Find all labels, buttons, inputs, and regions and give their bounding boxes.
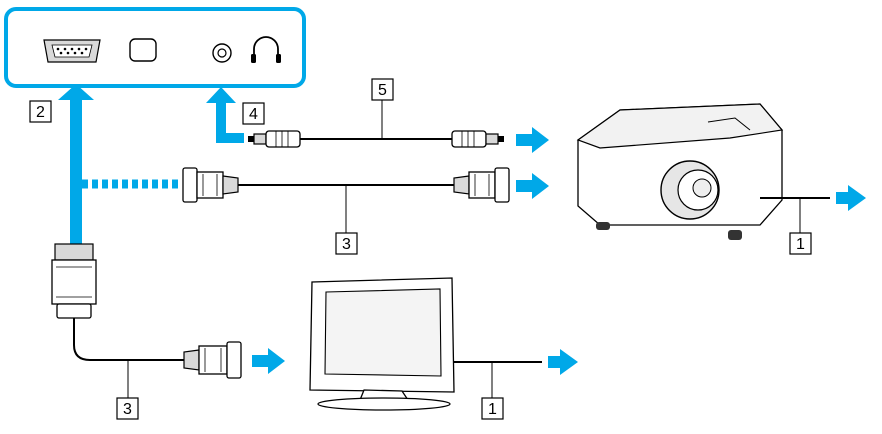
display-port-icon — [129, 38, 157, 62]
audio-cable — [248, 100, 504, 148]
bottom-vga-cable — [73, 318, 184, 361]
callout-1-projector: 1 — [789, 232, 812, 255]
callout-3-bottom: 3 — [116, 397, 139, 420]
callout-3-top: 3 — [335, 232, 358, 255]
audio-jack-icon — [212, 43, 232, 63]
vga-connector-icon — [453, 167, 510, 203]
svg-text:1: 1 — [796, 236, 805, 253]
port-panel — [4, 7, 306, 88]
vga-connector-icon — [183, 341, 242, 379]
callout-1-monitor: 1 — [481, 397, 504, 420]
svg-text:2: 2 — [36, 104, 45, 121]
projector-icon — [576, 103, 830, 240]
svg-text:1: 1 — [488, 401, 497, 418]
monitor-input-arrow — [252, 348, 285, 374]
callout-4: 4 — [242, 102, 265, 125]
headphone-icon — [251, 36, 281, 63]
top-vga-cable — [182, 167, 510, 233]
projector-output-arrow — [836, 185, 866, 211]
monitor-icon — [309, 277, 542, 411]
vga-connector-icon — [51, 243, 97, 319]
svg-text:5: 5 — [378, 82, 387, 99]
vga-port-icon — [43, 39, 101, 63]
svg-text:3: 3 — [342, 236, 351, 253]
projector-input-arrows — [516, 127, 549, 199]
audio-plug-icon — [248, 130, 301, 148]
vga-output-arrow — [58, 84, 94, 245]
audio-plug-icon — [451, 130, 504, 148]
callout-2: 2 — [29, 100, 52, 123]
svg-text:3: 3 — [123, 401, 132, 418]
callout-5: 5 — [371, 78, 394, 101]
svg-text:4: 4 — [249, 106, 258, 123]
vga-connector-icon — [182, 167, 239, 203]
audio-output-arrow — [206, 87, 244, 143]
monitor-output-arrow — [548, 349, 578, 375]
